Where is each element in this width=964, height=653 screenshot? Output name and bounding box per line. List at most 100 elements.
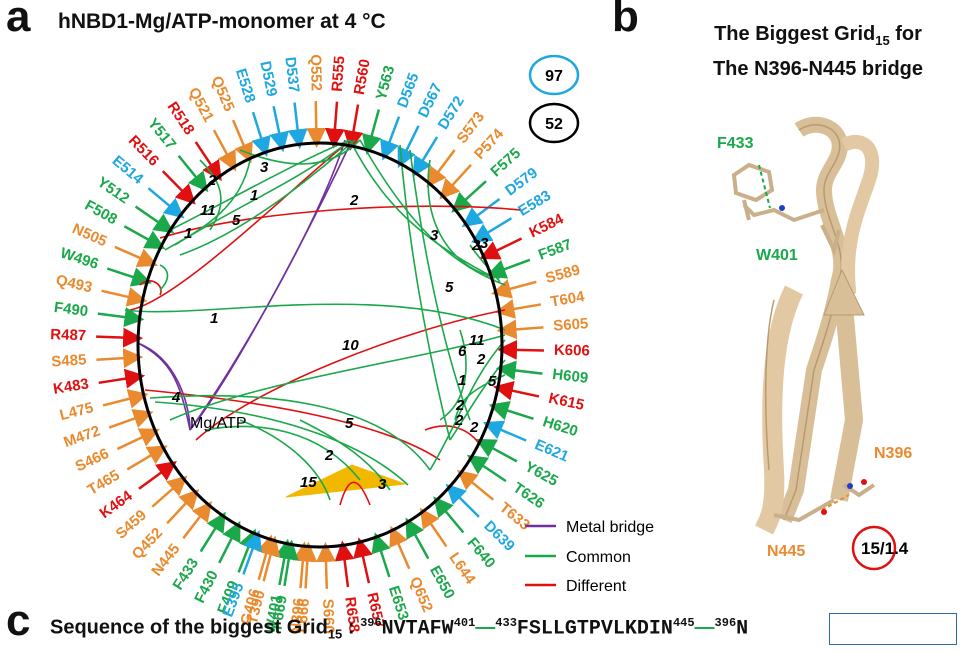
residue-label: K483 — [52, 375, 90, 397]
residue-label: H620 — [541, 413, 580, 440]
residue-arrow — [405, 517, 430, 560]
residue-arrow — [490, 279, 537, 299]
residue-arrow — [494, 299, 542, 319]
residue-arrow — [287, 102, 308, 150]
residue-arrow — [389, 525, 411, 570]
different-line — [144, 389, 441, 461]
residue-arrow — [251, 111, 271, 158]
residue-arrow — [98, 368, 146, 389]
common-line — [359, 139, 506, 286]
legend-metal-bridge: Metal bridge — [566, 519, 654, 536]
residue-arrow — [343, 104, 364, 151]
residue-arrow — [116, 428, 160, 451]
panel-a-letter: a — [6, 0, 31, 41]
residue-label: W401 — [262, 593, 286, 635]
residue-arrow — [433, 496, 465, 534]
grid-size-circle — [851, 525, 897, 571]
residue-arrow — [439, 163, 472, 200]
loop-size-label: 10 — [342, 337, 359, 354]
residue-label: M472 — [61, 422, 102, 451]
residue-arrow — [199, 511, 226, 553]
common-line — [154, 401, 409, 486]
residue-arrow — [182, 501, 212, 540]
residue-arrow — [445, 483, 480, 518]
loop-size-label: 1 — [184, 225, 192, 242]
residue-arrow — [242, 530, 263, 575]
residue-arrow — [269, 106, 289, 153]
common-line — [169, 139, 351, 231]
count-circle-blue — [528, 54, 580, 96]
different-line — [339, 481, 371, 506]
residue-arrow — [97, 307, 145, 328]
loop-size-label: 4 — [171, 389, 181, 406]
residue-arrow — [493, 380, 540, 401]
residue-label: R560 — [351, 58, 374, 96]
count-circle-black — [528, 102, 580, 144]
residue-arrow — [362, 109, 382, 155]
panel-b-letter: b — [612, 0, 639, 41]
loop-size-label: 1 — [458, 372, 466, 389]
common-line — [179, 139, 356, 256]
loop-size-label: 2 — [476, 351, 486, 368]
common-line — [204, 425, 361, 481]
residue-arrow — [419, 507, 448, 548]
residue-label: N396 — [287, 597, 307, 634]
residue-arrow — [451, 180, 487, 213]
common-line — [449, 359, 506, 441]
residue-arrow — [138, 461, 177, 490]
loop-size-label: 5 — [445, 279, 454, 296]
loop-size-label: 2 — [324, 447, 334, 464]
residue-arrow — [353, 537, 373, 584]
residue-label: E528 — [232, 66, 259, 105]
metal-bridge-line — [137, 342, 191, 431]
residue-arrow — [456, 469, 495, 501]
legend-common: Common — [566, 549, 631, 566]
loop-size-label: 3 — [378, 476, 387, 493]
residue-arrow — [297, 541, 318, 589]
residue-arrow — [106, 267, 152, 287]
residue-label: D529 — [256, 60, 280, 99]
residue-arrow — [151, 475, 188, 508]
different-line — [139, 280, 162, 296]
residue-arrow — [324, 101, 345, 149]
residue-arrow — [461, 198, 501, 228]
residue-label: R487 — [50, 326, 86, 344]
common-line — [199, 159, 222, 231]
loop-size-label: 5 — [345, 415, 354, 432]
residue-arrow — [371, 532, 391, 578]
loop-size-label: 2 — [454, 412, 464, 429]
different-line — [195, 309, 506, 441]
loop-size-label: 5 — [488, 373, 497, 390]
residue-arrow — [114, 245, 158, 267]
residue-arrow — [475, 438, 518, 463]
residue-label: D537 — [281, 56, 302, 94]
loop-size-label: 11 — [469, 332, 485, 349]
label-n396: N396 — [874, 445, 912, 462]
residue-arrow — [306, 101, 327, 149]
common-line — [349, 139, 496, 279]
sequence-circle — [136, 141, 504, 549]
label-w401: W401 — [756, 247, 798, 264]
loop-size-label: 15 — [300, 474, 317, 491]
residue-arrow — [488, 401, 534, 421]
label-n445: N445 — [767, 543, 805, 560]
residue-arrow — [212, 129, 237, 172]
count-black: 52 — [545, 116, 563, 133]
residue-arrow — [108, 409, 154, 429]
residue-label: L475 — [58, 399, 95, 424]
common-line — [409, 149, 471, 421]
loop-size-label: 2 — [455, 397, 465, 414]
residue-arrow — [485, 258, 531, 279]
loop-size-label: 3 — [480, 235, 489, 252]
residue-arrow — [101, 287, 148, 307]
residue-arrow — [426, 149, 456, 188]
residue-label: Q493 — [54, 272, 94, 297]
loop-size-label: 2 — [349, 192, 359, 209]
residue-arrow — [496, 339, 544, 360]
label-f433: F433 — [717, 135, 754, 152]
loop-size-label: 2 — [471, 237, 481, 254]
residue-arrow — [278, 539, 299, 587]
residue-label: F587 — [536, 236, 574, 264]
common-line — [149, 394, 431, 471]
loop-size-label: 6 — [458, 343, 467, 360]
